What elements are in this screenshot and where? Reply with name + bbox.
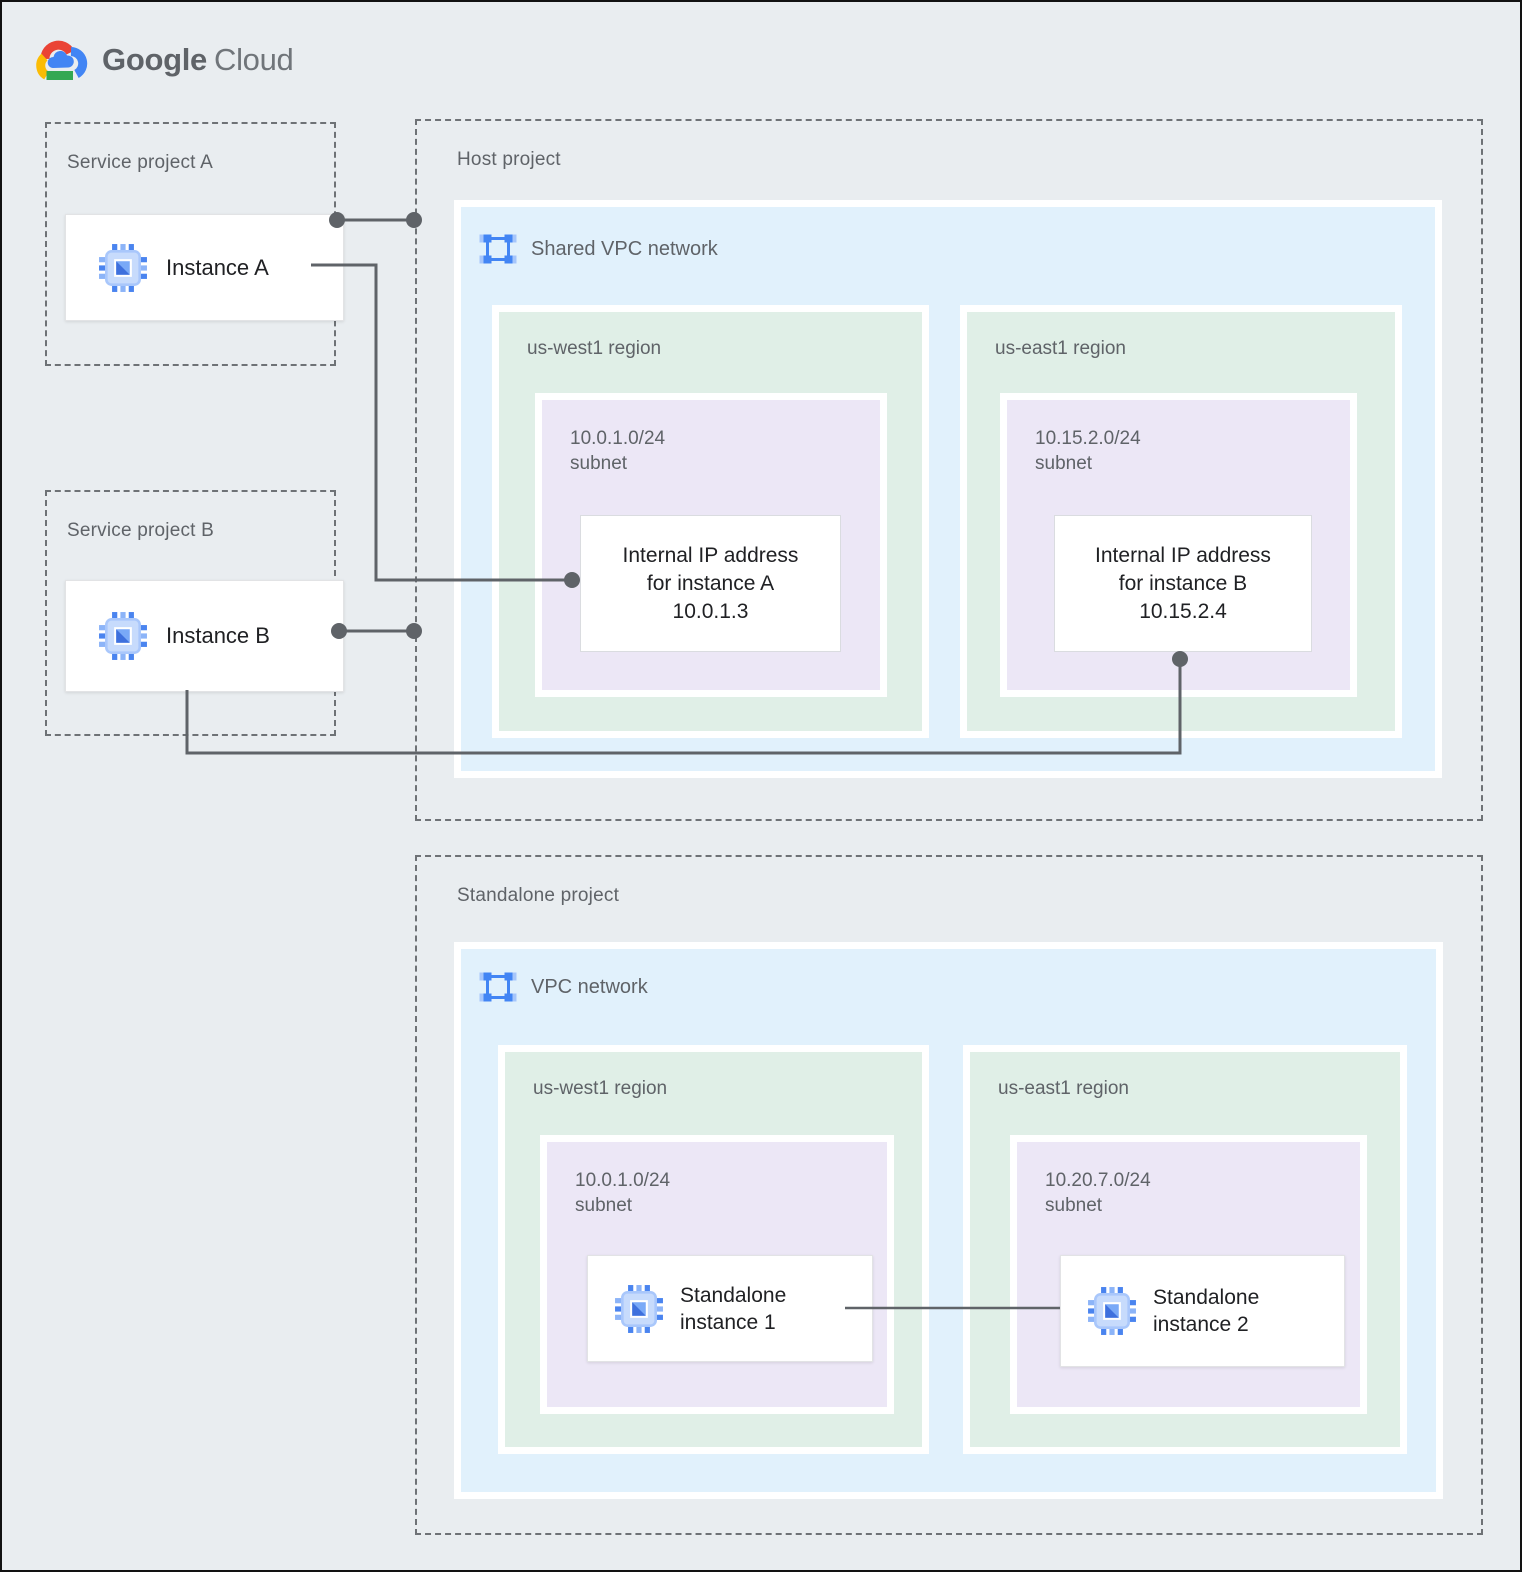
vpc-network-icon xyxy=(479,968,517,1006)
instance-line-1: Standalone xyxy=(1153,1286,1260,1309)
compute-engine-icon xyxy=(1087,1286,1137,1336)
standalone-project-title: Standalone project xyxy=(457,885,620,906)
subnet-cidr: 10.15.2.0/24 xyxy=(1035,428,1141,449)
standalone-instance-2-label: Standalone instance 2 xyxy=(1153,1284,1259,1338)
vpc-network-label: VPC network xyxy=(531,976,648,998)
ip-line-1: Internal IP address xyxy=(1095,543,1271,567)
instance-b-card: Instance B xyxy=(65,580,344,692)
vpc-network-icon xyxy=(479,230,517,268)
standalone-subnet-us-west1-label: 10.0.1.0/24 subnet xyxy=(575,1168,670,1218)
standalone-instance-1-label: Standalone instance 1 xyxy=(680,1282,786,1336)
host-region-us-east1-label: us-east1 region xyxy=(995,338,1126,359)
host-project-title: Host project xyxy=(457,149,561,170)
logo-word-google: Google xyxy=(102,42,207,77)
standalone-subnet-us-east1-label: 10.20.7.0/24 subnet xyxy=(1045,1168,1151,1218)
instance-a-card: Instance A xyxy=(65,214,344,321)
ip-line-3: 10.15.2.4 xyxy=(1139,599,1227,623)
subnet-cidr: 10.0.1.0/24 xyxy=(575,1170,671,1191)
compute-engine-icon xyxy=(98,611,148,661)
compute-engine-icon xyxy=(98,243,148,293)
instance-line-2: instance 2 xyxy=(1153,1313,1249,1336)
compute-engine-icon xyxy=(614,1284,664,1334)
ip-line-3: 10.0.1.3 xyxy=(672,599,749,623)
internal-ip-instance-b-card: Internal IP address for instance B 10.15… xyxy=(1054,515,1312,652)
subnet-word: subnet xyxy=(570,453,628,474)
service-project-b-title: Service project B xyxy=(67,520,215,541)
instance-b-label: Instance B xyxy=(166,623,270,648)
instance-line-1: Standalone xyxy=(680,1283,787,1307)
ip-line-2: for instance B xyxy=(1118,571,1248,595)
ip-line-2: for instance A xyxy=(646,571,775,595)
subnet-word: subnet xyxy=(1045,1195,1103,1216)
instance-line-2: instance 1 xyxy=(680,1310,776,1334)
ip-line-1: Internal IP address xyxy=(622,543,799,567)
host-subnet-us-east1-label: 10.15.2.0/24 subnet xyxy=(1035,426,1141,476)
service-project-a-title: Service project A xyxy=(67,152,213,173)
host-region-us-west1-label: us-west1 region xyxy=(527,338,662,359)
subnet-cidr: 10.0.1.0/24 xyxy=(570,428,666,449)
internal-ip-instance-a-card: Internal IP address for instance A 10.0.… xyxy=(580,515,841,652)
host-subnet-us-west1-label: 10.0.1.0/24 subnet xyxy=(570,426,665,476)
internal-ip-instance-b-text: Internal IP address for instance B 10.15… xyxy=(1095,542,1271,626)
logo-word-cloud: Cloud xyxy=(213,42,294,77)
subnet-cidr: 10.20.7.0/24 xyxy=(1045,1170,1151,1191)
subnet-word: subnet xyxy=(575,1195,633,1216)
shared-vpc-network-label: Shared VPC network xyxy=(531,238,718,260)
instance-a-label: Instance A xyxy=(166,254,269,280)
standalone-project-box: Standalone project xyxy=(415,855,1483,1535)
internal-ip-instance-a-text: Internal IP address for instance A 10.0.… xyxy=(623,542,799,626)
subnet-word: subnet xyxy=(1035,453,1093,474)
standalone-region-us-west1-label: us-west1 region xyxy=(533,1078,668,1099)
google-cloud-logo-icon xyxy=(32,36,88,84)
standalone-instance-2-card: Standalone instance 2 xyxy=(1060,1255,1345,1367)
standalone-instance-1-card: Standalone instance 1 xyxy=(587,1255,873,1362)
standalone-region-us-east1-label: us-east1 region xyxy=(998,1078,1129,1099)
